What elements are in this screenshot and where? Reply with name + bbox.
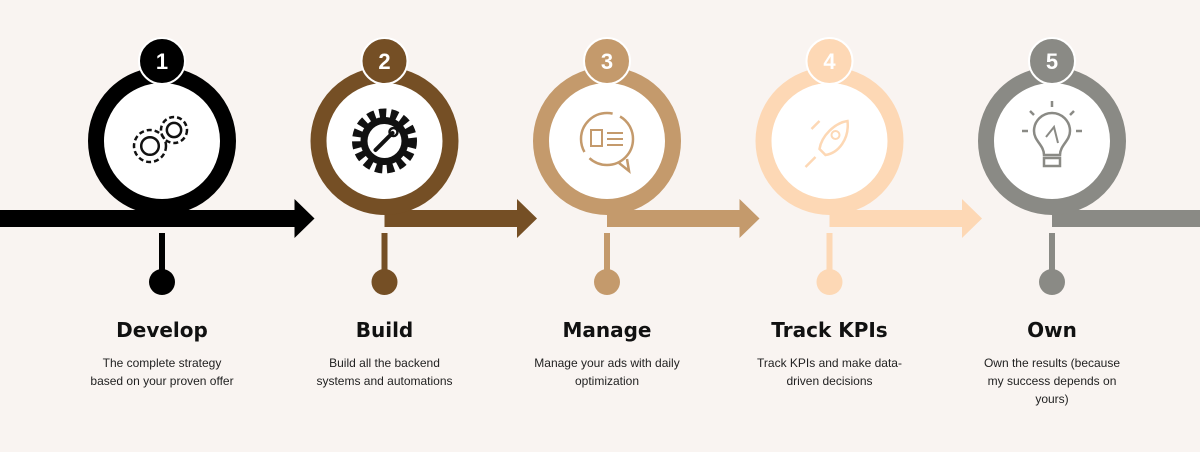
connector-stem [826, 233, 833, 273]
step-number-badge: 4 [805, 37, 854, 85]
step-ring [88, 67, 236, 215]
step-description: Manage your ads with daily optimization [534, 356, 680, 388]
step-ring [533, 67, 681, 215]
arrowhead [962, 199, 982, 238]
step-4: 4 [755, 37, 904, 295]
gear-wrench-icon [352, 108, 417, 174]
step-title: Own [1027, 318, 1077, 342]
step-2: 2 [310, 37, 459, 295]
step-ring [978, 67, 1126, 215]
arrow-segment-5 [1052, 210, 1200, 227]
arrow-segment-3 [607, 199, 760, 238]
arrowhead [294, 199, 315, 238]
lightbulb-icon [1022, 101, 1082, 168]
step-title: Build [355, 318, 414, 342]
connector-dot [371, 269, 398, 295]
step-number-badge: 3 [583, 37, 631, 85]
step-ring [755, 67, 904, 215]
step-5: 5 [978, 37, 1126, 295]
connector-stem [1049, 233, 1055, 273]
step-title: Manage [562, 318, 652, 342]
arrow-segment-2 [384, 199, 537, 238]
step-description: Track KPIs and make data-driven decision… [757, 356, 902, 388]
step-title: Track KPIs [771, 318, 888, 342]
arrow-segment-4 [829, 199, 982, 238]
rocket-icon [804, 119, 849, 168]
step-number-badge: 1 [138, 37, 186, 85]
gears-icon [132, 115, 189, 164]
step-description: Own the results (because my success depe… [983, 356, 1121, 406]
arrowhead [517, 199, 537, 238]
connector-stem [159, 233, 165, 273]
step-number: 5 [1046, 49, 1058, 74]
step-number: 4 [823, 49, 836, 74]
step-description: Build all the backend systems and automa… [316, 356, 453, 388]
profile-chat-icon [579, 111, 635, 175]
arrowhead [739, 199, 760, 238]
connector-dot [594, 269, 620, 295]
step-description: The complete strategy based on your prov… [90, 356, 234, 388]
connector-stem [381, 233, 388, 273]
step-number: 1 [156, 49, 168, 74]
step-3: 3 [533, 37, 681, 295]
connector-dot [1039, 269, 1065, 295]
step-number: 2 [378, 49, 390, 74]
step-number-badge: 5 [1028, 37, 1076, 85]
arrow-segment-1 [0, 199, 315, 238]
connector-dot [816, 269, 843, 295]
step-title: Develop [116, 318, 208, 342]
connector-dot [149, 269, 175, 295]
step-1: 1 [88, 37, 236, 295]
step-number-badge: 2 [360, 37, 409, 85]
connector-stem [604, 233, 610, 273]
step-number: 3 [601, 49, 613, 74]
